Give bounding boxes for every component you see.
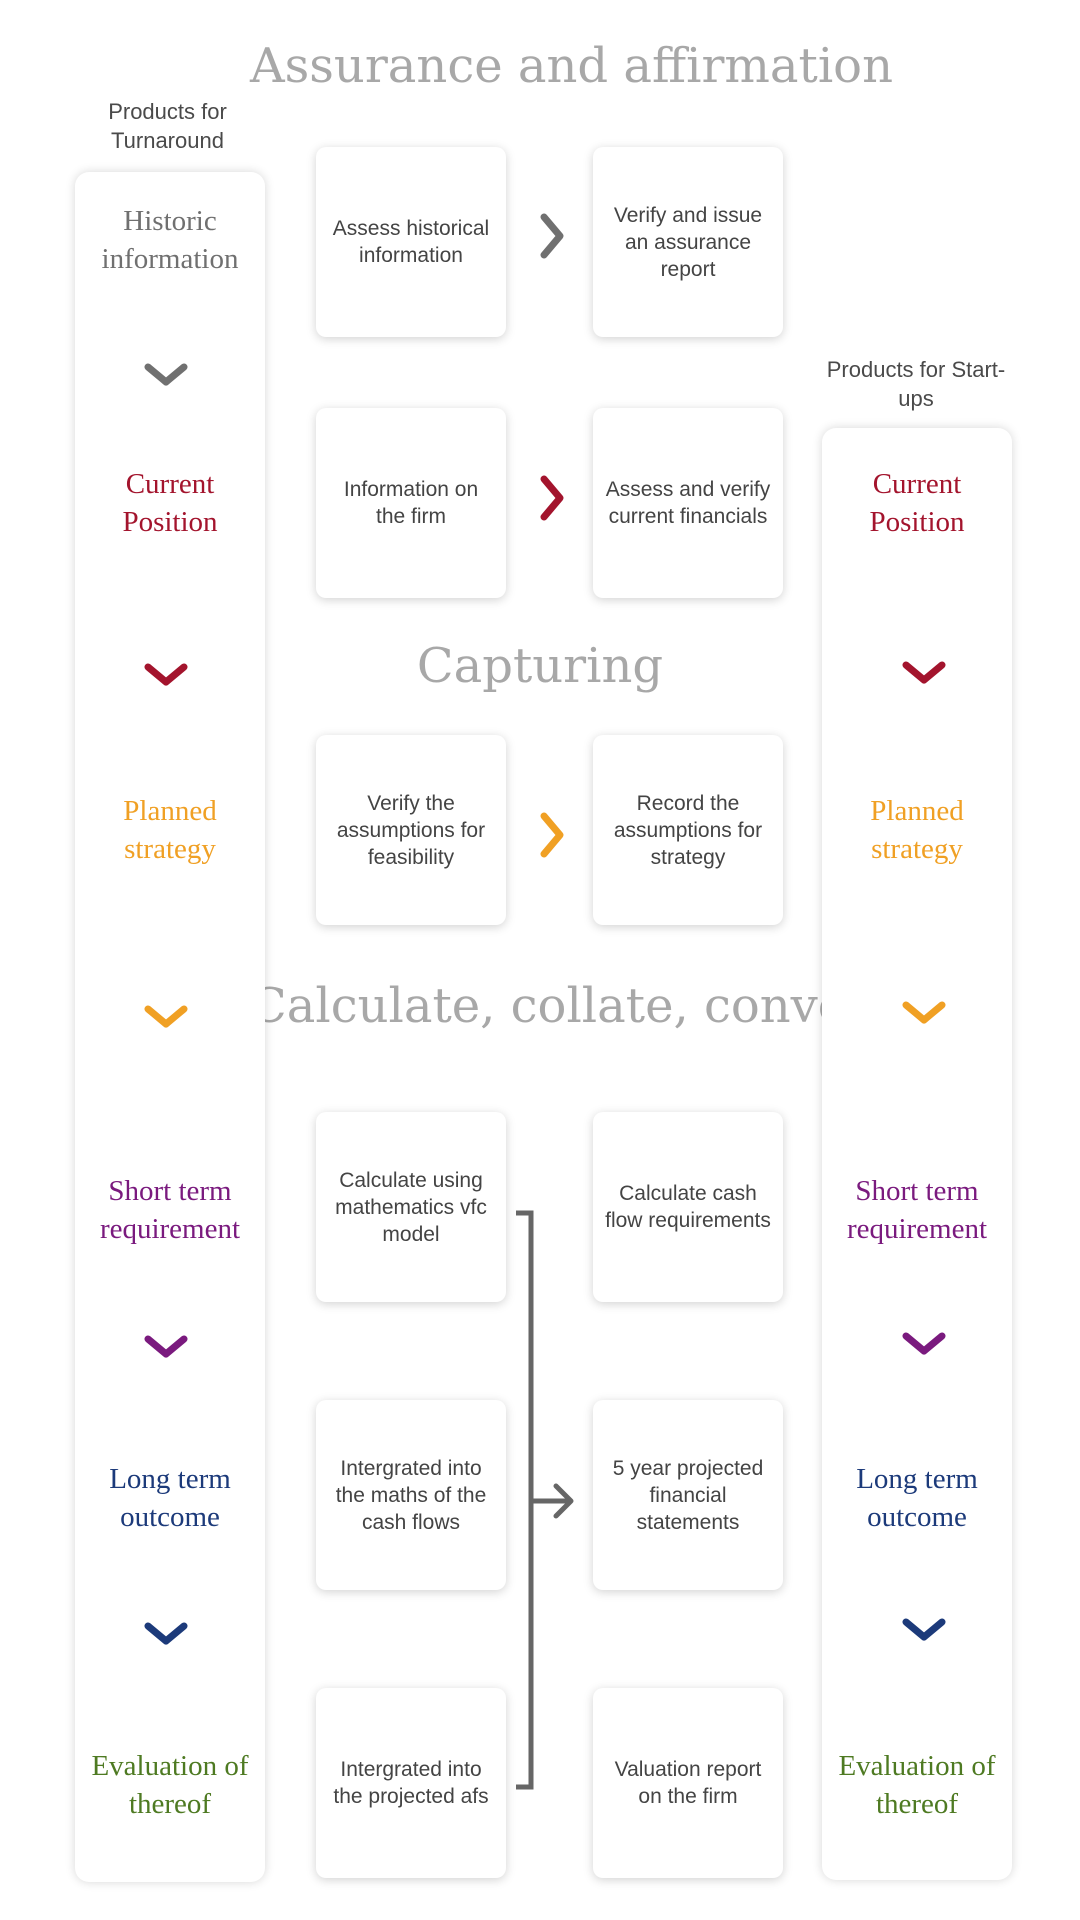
chevron-right-icon <box>540 213 564 259</box>
box-record-assumptions: Record the assumptions for strategy <box>593 735 783 925</box>
left-stage-short-term: Short term requirement <box>99 1175 241 1245</box>
box-valuation-report: Valuation report on the firm <box>593 1688 783 1878</box>
box-5-year-projected: 5 year projected financial statements <box>593 1400 783 1590</box>
section-title-assurance: Assurance and affirmation <box>250 38 893 94</box>
right-column-panel <box>822 428 1012 1880</box>
bracket-arrow-connector <box>516 1210 574 1790</box>
chevron-down-icon <box>902 1618 946 1641</box>
chevron-down-icon <box>144 1622 188 1645</box>
chevron-down-icon <box>144 1005 188 1028</box>
section-title-calculate: Calculate, collate, convey <box>250 978 874 1034</box>
chevron-right-icon <box>540 475 564 521</box>
left-column-panel <box>75 172 265 1882</box>
chevron-down-icon <box>902 1332 946 1355</box>
chevron-down-icon <box>144 1335 188 1358</box>
box-calculate-cash-flow: Calculate cash flow requirements <box>593 1112 783 1302</box>
right-column-header: Products for Start-ups <box>826 357 1006 411</box>
box-assess-verify-current: Assess and verify current financials <box>593 408 783 598</box>
box-integrated-maths: Intergrated into the maths of the cash f… <box>316 1400 506 1590</box>
right-stage-long-term: Long term outcome <box>856 1463 978 1533</box>
box-verify-assumptions: Verify the assumptions for feasibility <box>316 735 506 925</box>
section-title-capturing: Capturing <box>416 638 664 694</box>
chevron-down-icon <box>902 1001 946 1024</box>
right-stage-current-position: Current Position <box>869 468 965 538</box>
chevron-down-icon <box>144 663 188 686</box>
box-calculate-maths: Calculate using mathematics vfc model <box>316 1112 506 1302</box>
left-stage-evaluation: Evaluation of thereof <box>91 1750 249 1820</box>
chevron-down-icon <box>902 661 946 684</box>
box-verify-issue-report: Verify and issue an assurance report <box>593 147 783 337</box>
left-column-header: Products for Turnaround <box>108 99 227 153</box>
left-stage-current-position: Current Position <box>122 468 218 538</box>
right-stage-evaluation: Evaluation of thereof <box>838 1750 996 1820</box>
left-stage-planned-strategy: Planned strategy <box>123 795 217 865</box>
right-stage-short-term: Short term requirement <box>846 1175 988 1245</box>
box-information-firm: Information on the firm <box>316 408 506 598</box>
right-stage-planned-strategy: Planned strategy <box>870 795 964 865</box>
box-assess-historical: Assess historical information <box>316 147 506 337</box>
box-integrated-afs: Intergrated into the projected afs <box>316 1688 506 1878</box>
left-stage-historic: Historic information <box>101 205 239 275</box>
chevron-down-icon <box>144 363 188 386</box>
left-stage-long-term: Long term outcome <box>109 1463 231 1533</box>
chevron-right-icon <box>540 812 564 858</box>
